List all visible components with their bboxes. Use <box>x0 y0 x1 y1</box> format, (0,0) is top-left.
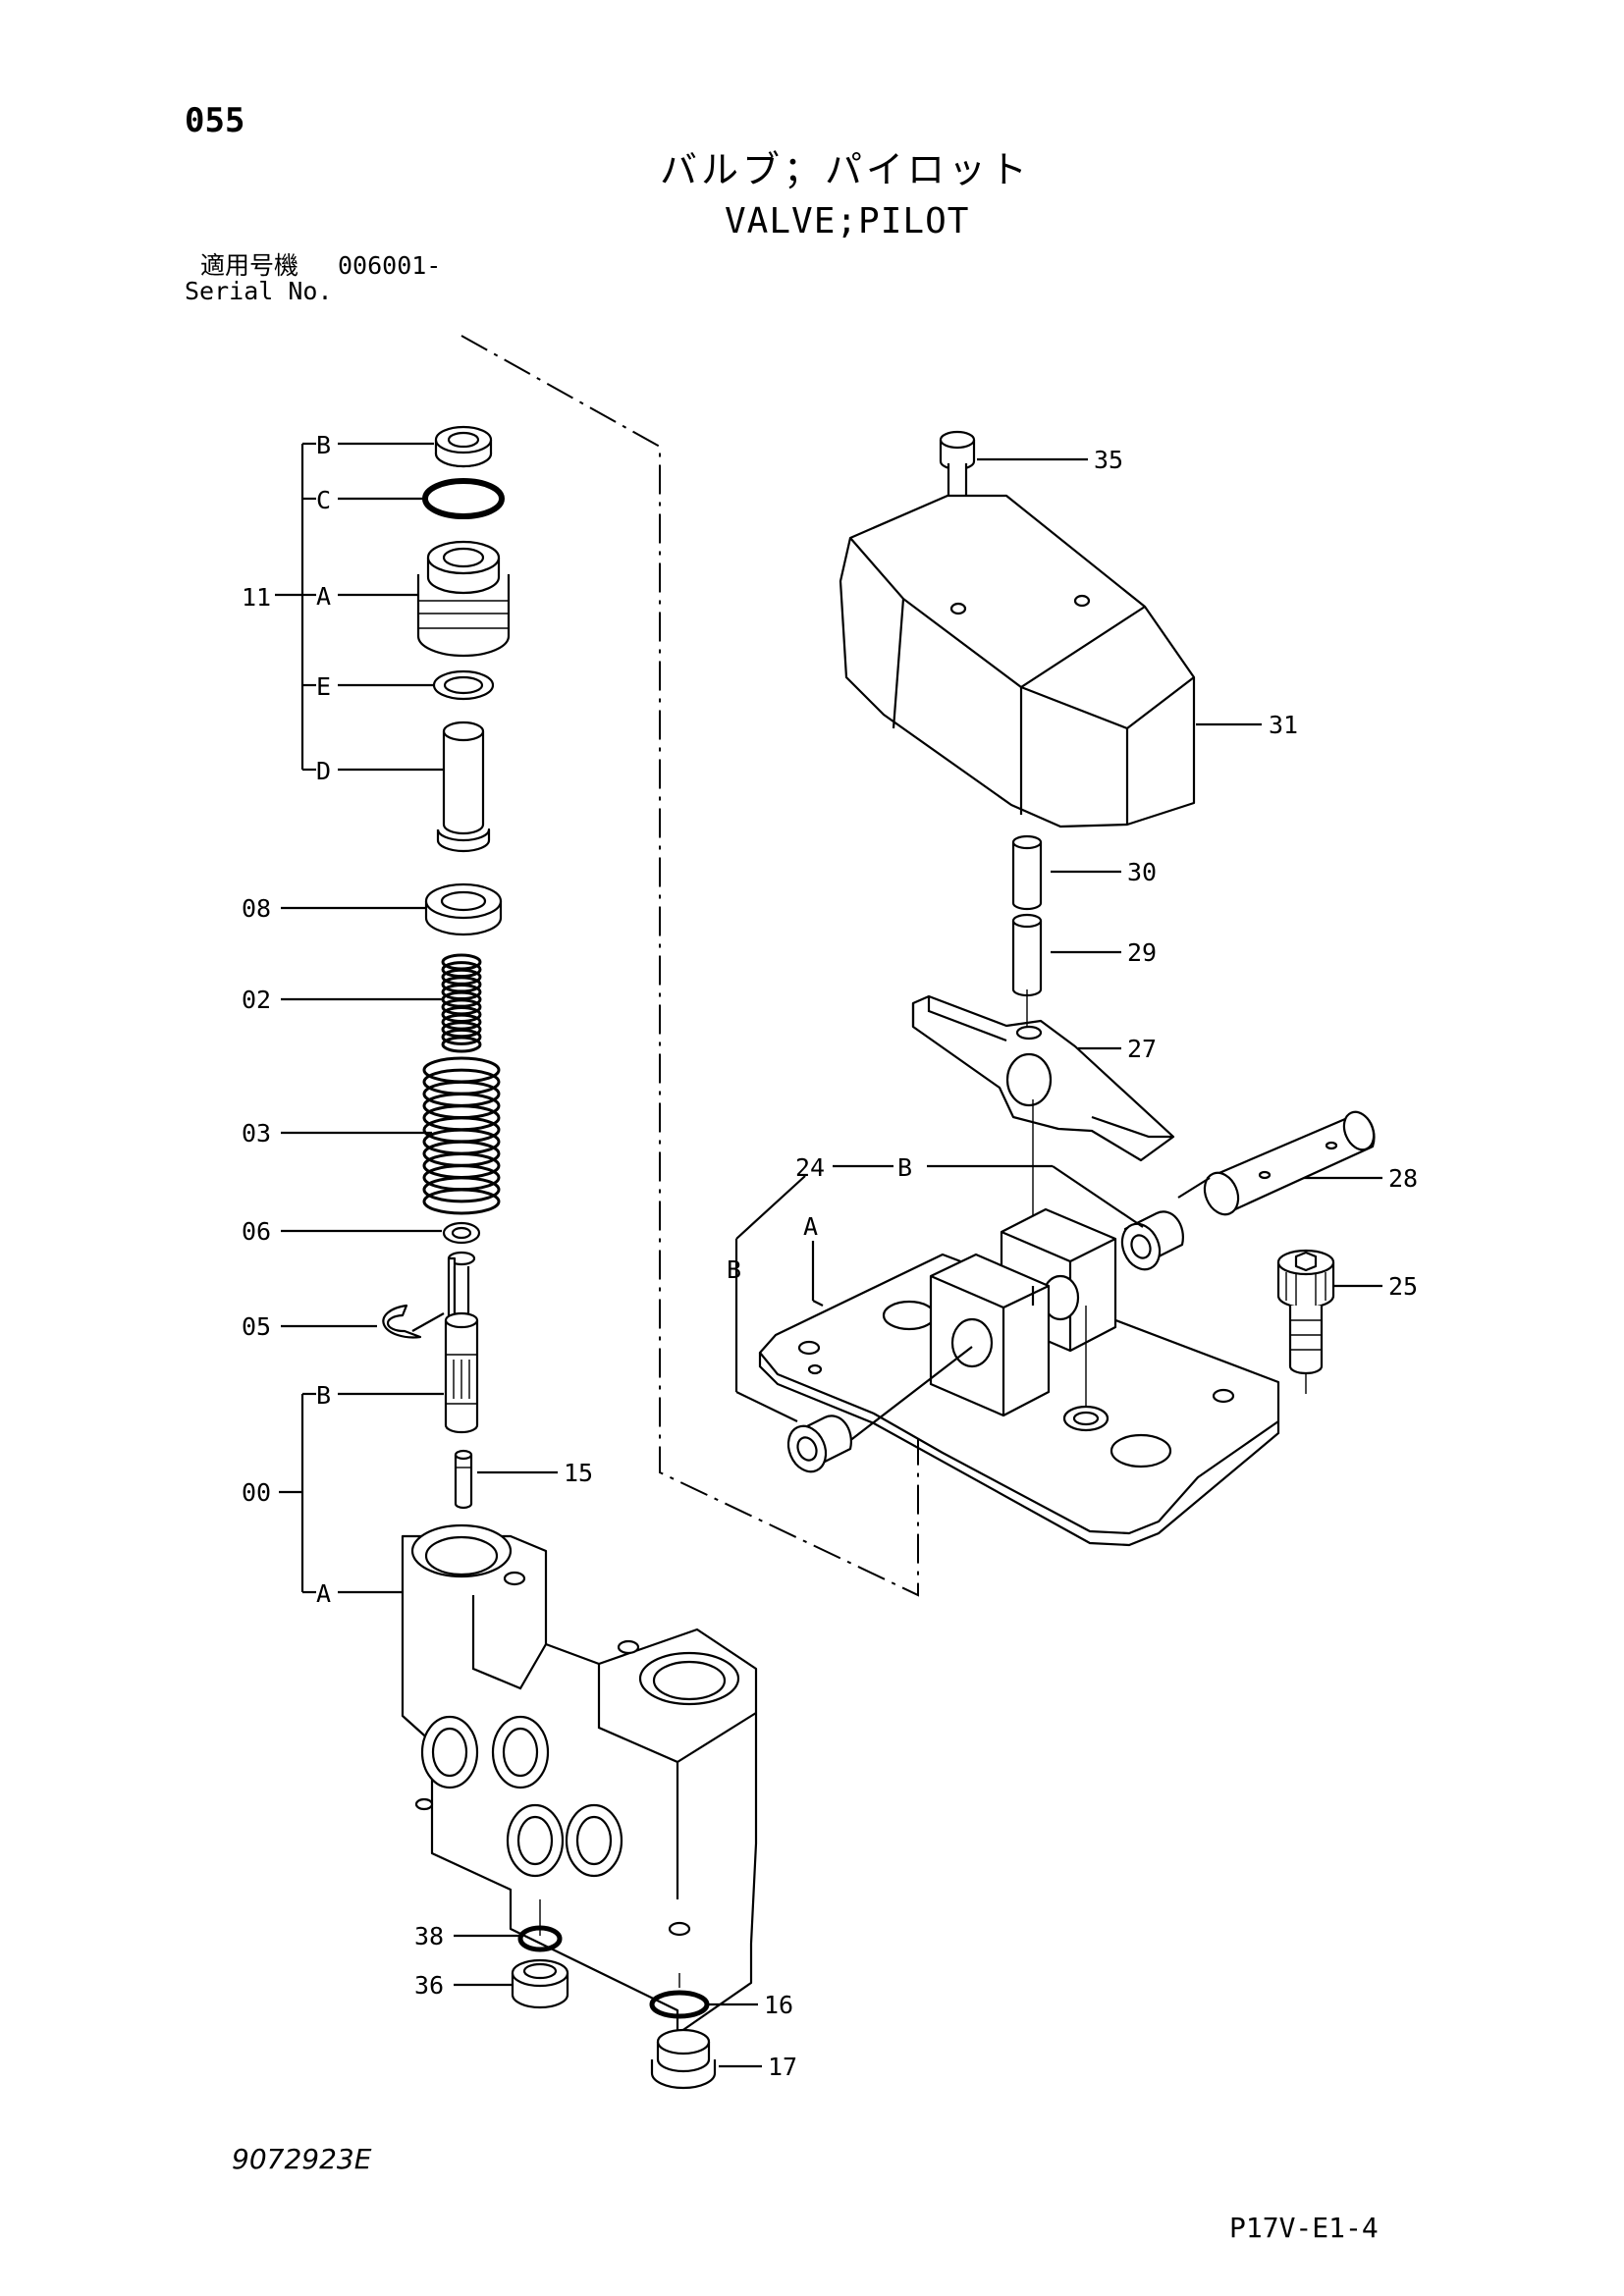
sublabel-24-b-side: B <box>727 1255 741 1284</box>
spring-coil <box>422 1176 501 1203</box>
part-24a-base-plate <box>758 1207 1280 1547</box>
group-24-bracket <box>734 1164 1144 1422</box>
part-00b-spool <box>444 1251 479 1434</box>
sublabel-11-e: E <box>316 672 331 701</box>
part-06-washer <box>442 1221 481 1245</box>
callout-35: 35 <box>1094 446 1123 474</box>
part-24b-upper-roller <box>1120 1210 1184 1271</box>
callout-00: 00 <box>242 1478 271 1507</box>
drawing-code: 9072923E <box>232 2143 372 2175</box>
part-16-o-ring <box>649 1990 710 2019</box>
sublabel-24-a: A <box>803 1212 818 1241</box>
callout-06: 06 <box>242 1217 271 1246</box>
serial-label-english: Serial No. <box>185 277 333 305</box>
part-08-seat <box>424 882 503 936</box>
callout-16: 16 <box>764 1991 793 2019</box>
part-11a-guide <box>416 540 511 658</box>
part-11b-bushing <box>434 425 493 468</box>
part-25-socket-bolt <box>1276 1249 1335 1375</box>
callout-15: 15 <box>564 1459 593 1487</box>
part-35-bolt <box>939 430 976 502</box>
assembly-guide-line <box>460 335 919 1597</box>
spring-coil <box>441 1028 482 1045</box>
callout-38: 38 <box>414 1922 444 1950</box>
title-japanese: バルブ；パイロット <box>660 148 1032 191</box>
part-36-plug <box>511 1958 569 2009</box>
callout-31: 31 <box>1269 711 1298 739</box>
part-30-tube <box>1011 834 1043 911</box>
sublabel-11-c: C <box>316 486 331 514</box>
sublabel-24-b-top: B <box>897 1153 912 1182</box>
part-17-plug <box>650 2028 717 2090</box>
part-11e-ring <box>432 669 495 701</box>
part-27-lever <box>911 994 1175 1162</box>
sublabel-11-b: B <box>316 431 331 459</box>
part-05-retainer <box>382 1304 445 1339</box>
callout-27: 27 <box>1127 1035 1157 1063</box>
callout-11: 11 <box>242 583 271 612</box>
callout-08: 08 <box>242 894 271 923</box>
callout-28: 28 <box>1388 1164 1418 1193</box>
part-29-tube <box>1011 913 1043 997</box>
group-00-bracket <box>279 1392 444 1594</box>
sublabel-00-a: A <box>316 1579 331 1608</box>
part-03-outer-spring <box>422 1056 501 1215</box>
sublabel-11-d: D <box>316 757 331 785</box>
group-11-bracket <box>275 442 444 772</box>
callout-29: 29 <box>1127 938 1157 967</box>
part-31-cover <box>839 494 1196 828</box>
page-number: 055 <box>185 101 245 140</box>
spring-coil <box>441 1036 482 1053</box>
callout-05: 05 <box>242 1312 271 1341</box>
sublabel-11-a: A <box>316 582 331 611</box>
spring-coil <box>422 1188 501 1215</box>
part-38-o-ring <box>517 1925 563 1952</box>
callout-36: 36 <box>414 1971 444 2000</box>
part-28-pin <box>1203 1110 1376 1216</box>
serial-number-value: 006001- <box>338 251 442 280</box>
part-11c-o-ring <box>422 478 505 519</box>
callout-02: 02 <box>242 986 271 1014</box>
part-02-inner-spring <box>441 953 482 1053</box>
serial-label-japanese: 適用号機 <box>200 251 299 280</box>
callout-30: 30 <box>1127 858 1157 886</box>
part-00a-casing <box>401 1523 758 2036</box>
part-24b-lower-roller <box>786 1415 852 1473</box>
part-11d-pusher <box>436 721 491 853</box>
callout-24: 24 <box>795 1153 825 1182</box>
sheet-reference: P17V-E1-4 <box>1229 2212 1379 2244</box>
sublabel-00-b: B <box>316 1381 331 1410</box>
callout-17: 17 <box>768 2053 797 2081</box>
callout-25: 25 <box>1388 1272 1418 1301</box>
part-15-pin <box>454 1449 473 1510</box>
title-english: VALVE;PILOT <box>725 201 970 241</box>
callout-03: 03 <box>242 1119 271 1148</box>
